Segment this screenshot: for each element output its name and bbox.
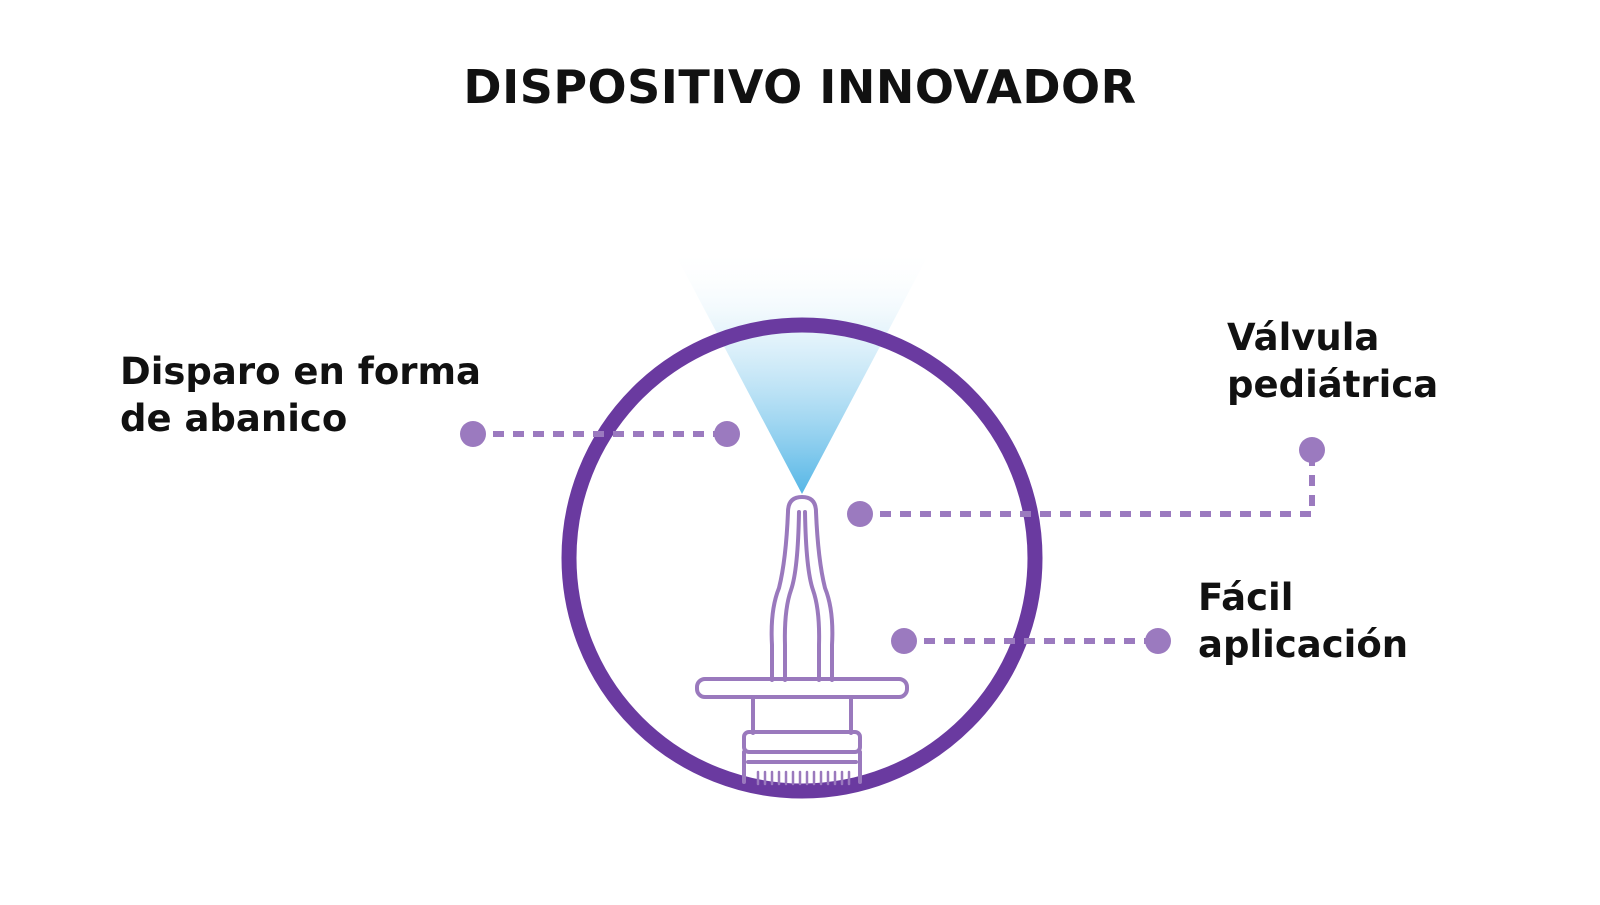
- label-easy-application: Fácil aplicación: [1198, 574, 1408, 668]
- connector-dot: [714, 421, 740, 447]
- label-pediatric-valve-line1: Válvula: [1227, 316, 1380, 359]
- page-title: DISPOSITIVO INNOVADOR: [463, 60, 1137, 114]
- connector-dot: [460, 421, 486, 447]
- device-ring: [561, 317, 1043, 799]
- label-fan-spray-line2: de abanico: [120, 397, 348, 440]
- connector-fan-spray: [460, 421, 740, 447]
- label-pediatric-valve-line2: pediátrica: [1227, 363, 1439, 406]
- connector-easy-application: [891, 628, 1171, 654]
- spray-cone-icon: [672, 248, 932, 494]
- connector-dot: [847, 501, 873, 527]
- label-fan-spray-line1: Disparo en forma: [120, 350, 482, 393]
- connector-dot: [1145, 628, 1171, 654]
- label-fan-spray: Disparo en forma de abanico: [120, 348, 481, 442]
- label-pediatric-valve: Válvula pediátrica: [1227, 314, 1438, 408]
- label-easy-application-line1: Fácil: [1198, 576, 1294, 619]
- nasal-spray-icon: [695, 495, 909, 786]
- connector-pediatric-valve: [847, 437, 1325, 527]
- connector-dot: [1299, 437, 1325, 463]
- connector-dot: [891, 628, 917, 654]
- label-easy-application-line2: aplicación: [1198, 623, 1409, 666]
